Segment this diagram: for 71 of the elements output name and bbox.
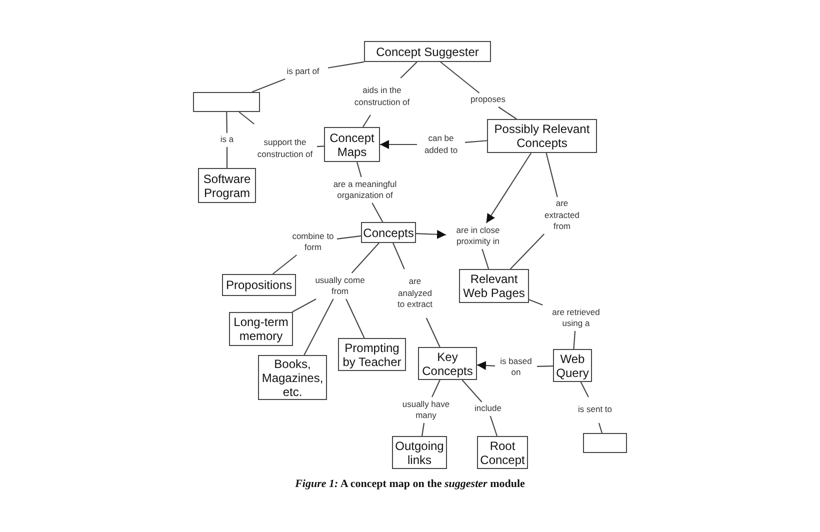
concept-box: Concept Suggester [364, 41, 491, 62]
concept-box: Concepts [361, 222, 416, 243]
linking-phrase: include [469, 403, 507, 415]
concept-box: Concept Maps [324, 127, 380, 162]
linking-phrase: support the construction of [254, 125, 316, 172]
connector-line [392, 242, 405, 270]
connector-line [421, 422, 425, 436]
connector-line [528, 299, 543, 306]
connector-line [432, 380, 440, 398]
concept-box: Key Concepts [418, 347, 477, 380]
empty-concept-box [193, 92, 260, 112]
connector-line [462, 380, 482, 402]
connector-line [304, 298, 334, 356]
connector-line [272, 254, 298, 274]
arrow [486, 152, 532, 224]
figure-caption: Figure 1: A concept map on the suggester module [294, 478, 526, 490]
connector-line [351, 242, 380, 274]
linking-phrase: combine to form [290, 230, 336, 254]
connector-line [482, 248, 490, 270]
linking-phrase: are retrieved using a [542, 306, 610, 330]
connector-line [356, 162, 362, 178]
concept-box: Prompting by Teacher [338, 338, 406, 371]
linking-phrase: is a [217, 134, 237, 146]
arrow [476, 360, 496, 370]
connector-line [328, 61, 364, 68]
empty-concept-box [583, 433, 627, 453]
connector-line [498, 106, 517, 120]
concept-box: Long-term memory [229, 312, 293, 346]
linking-phrase: are analyzed to extract [395, 270, 435, 317]
concept-box: Root Concept [477, 436, 528, 469]
connector-line [546, 152, 558, 198]
connector-line [372, 202, 384, 222]
linking-phrase: is part of [279, 66, 327, 78]
connector-line [598, 422, 602, 434]
connector-line [252, 78, 286, 93]
connector-line [292, 298, 316, 312]
connector-line [464, 140, 488, 144]
linking-phrase: usually come from [314, 274, 366, 298]
linking-phrase: are a meaningful organization of [323, 178, 407, 202]
connector-line [440, 62, 480, 94]
connector-line [346, 298, 365, 338]
connector-line [580, 382, 589, 398]
concept-box: Possibly Relevant Concepts [487, 119, 597, 153]
connector-line [400, 62, 418, 78]
concept-box: Propositions [222, 274, 296, 296]
connector-line [226, 147, 228, 168]
linking-phrase: is sent to [576, 398, 614, 422]
linking-phrase: can be added to [418, 127, 464, 162]
concept-box: Software Program [198, 168, 256, 203]
connector-line [426, 318, 440, 348]
arrow [416, 230, 446, 239]
connector-line [573, 330, 576, 350]
connector-line [316, 146, 324, 148]
connector-line [226, 112, 228, 133]
connector-line [510, 234, 545, 270]
linking-phrase: aids in the construction of [352, 79, 412, 114]
arrow [380, 140, 417, 149]
linking-phrase: is based on [496, 355, 536, 379]
linking-phrase: are extracted from [538, 198, 586, 233]
connector-line [490, 416, 498, 436]
concept-box: Web Query [553, 349, 592, 382]
connector-line [238, 112, 255, 124]
connector-line [362, 114, 371, 128]
connector-line [336, 235, 362, 240]
linking-phrase: proposes [465, 94, 511, 106]
concept-box: Outgoing links [392, 436, 447, 469]
concept-box: Relevant Web Pages [459, 269, 529, 303]
linking-phrase: usually have many [398, 398, 454, 422]
linking-phrase: are in close proximity in [447, 224, 509, 248]
concept-box: Books, Magazines, etc. [258, 355, 327, 400]
connector-line [536, 365, 554, 367]
